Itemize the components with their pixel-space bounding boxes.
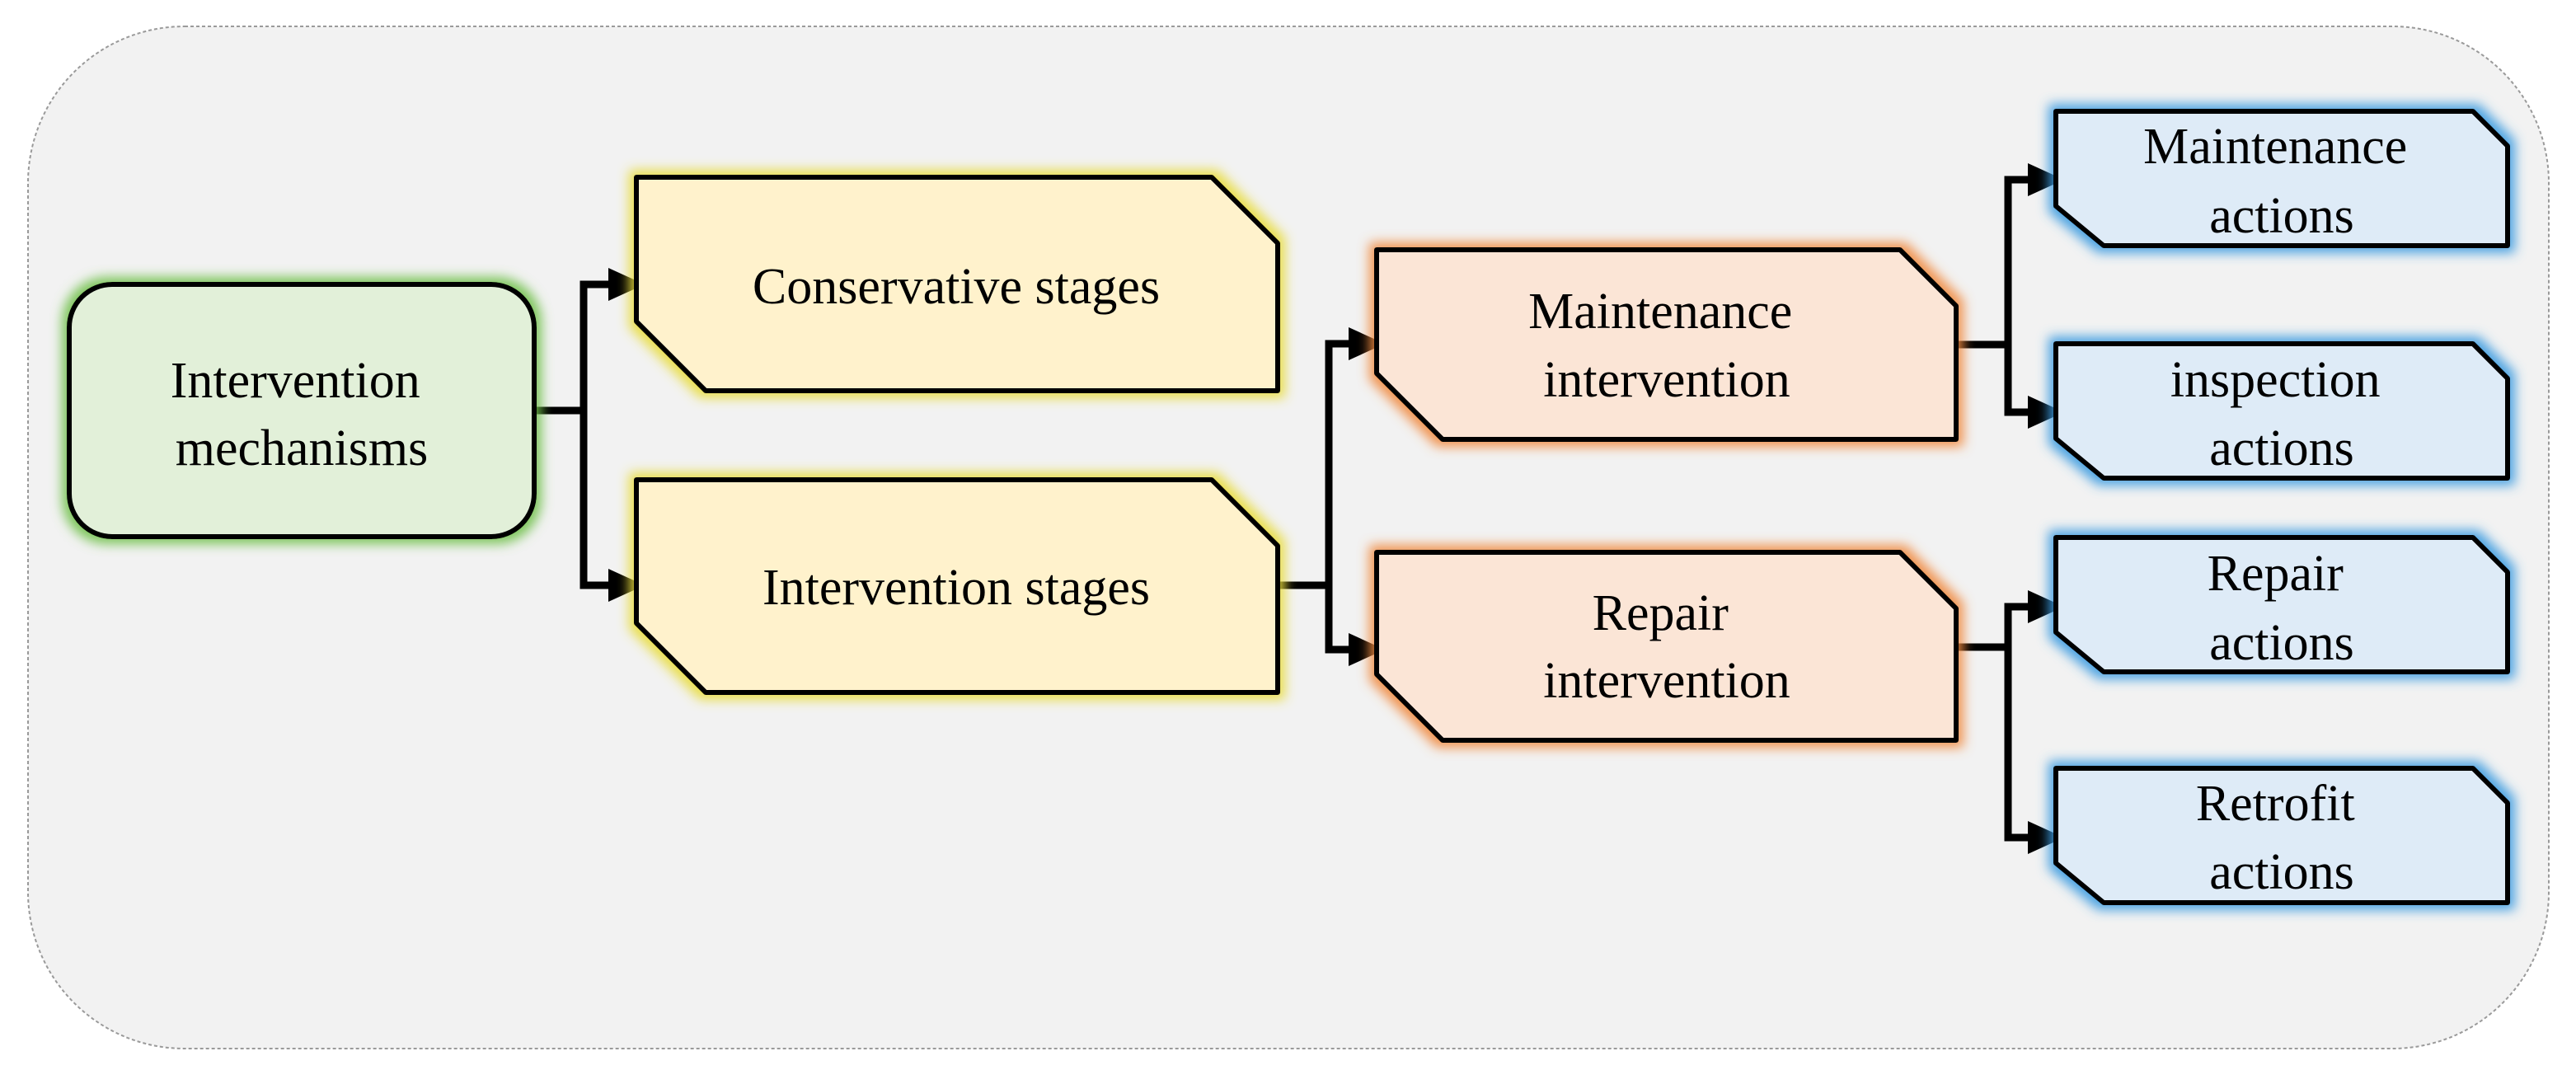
node-label-line: intervention — [1543, 653, 1790, 709]
node-retrofit-actions: Retrofit actions — [2053, 766, 2510, 905]
node-label: Intervention mechanisms — [171, 353, 434, 476]
node-label-line: mechanisms — [176, 420, 429, 476]
node-label-line: Intervention — [171, 353, 420, 409]
node-label-line: Intervention stages — [762, 560, 1150, 616]
node-label-line: inspection — [2170, 352, 2381, 408]
node-repair-actions: Repair actions — [2053, 535, 2510, 674]
connector-repair-to-retrofit-actions — [2004, 647, 2064, 854]
node-inspection-actions: inspection actions — [2053, 341, 2510, 481]
node-label-line: actions — [2209, 188, 2354, 244]
connectors — [536, 163, 2064, 854]
node-label-line: Repair — [2208, 546, 2344, 602]
node-label-line: Maintenance — [2143, 119, 2407, 175]
node-repair-intervention: Repair intervention — [1374, 550, 1959, 743]
node-maintenance-intervention: Maintenance intervention — [1374, 247, 1959, 442]
node-label: Retrofit actions — [2196, 776, 2367, 900]
connector-repair-to-repair-actions — [1958, 590, 2064, 651]
node-label: Maintenance actions — [2143, 119, 2420, 244]
node-label-line: Repair — [1593, 585, 1729, 641]
connector-root-to-conservative — [536, 268, 645, 415]
node-label: Repair actions — [2208, 546, 2357, 671]
node-conservative-stages: Conservative stages — [634, 175, 1280, 393]
node-label: Maintenance intervention — [1528, 284, 1805, 408]
node-label-line: actions — [2209, 844, 2354, 900]
node-label-line: Maintenance — [1528, 284, 1792, 340]
node-label-line: Conservative stages — [753, 259, 1160, 315]
connector-maintenance-to-inspection-actions — [2004, 345, 2064, 429]
node-label-line: actions — [2209, 615, 2354, 671]
node-intervention-stages: Intervention stages — [634, 477, 1280, 695]
node-label-line: Retrofit — [2196, 776, 2355, 832]
node-label: Intervention stages — [762, 560, 1150, 616]
node-label: inspection actions — [2170, 352, 2393, 476]
node-maintenance-actions: Maintenance actions — [2053, 109, 2510, 248]
connector-stages-to-repair-intervention — [1325, 585, 1385, 666]
connector-stages-to-maintenance-intervention — [1279, 327, 1385, 589]
connector-maintenance-to-maintenance-actions — [1958, 163, 2064, 349]
node-label: Conservative stages — [753, 259, 1160, 315]
node-label-line: actions — [2209, 420, 2354, 476]
connector-root-to-intervention-stages — [579, 411, 645, 602]
node-label-line: intervention — [1543, 352, 1790, 408]
node-intervention-mechanisms: Intervention mechanisms — [67, 282, 537, 539]
node-label: Repair intervention — [1543, 585, 1790, 709]
